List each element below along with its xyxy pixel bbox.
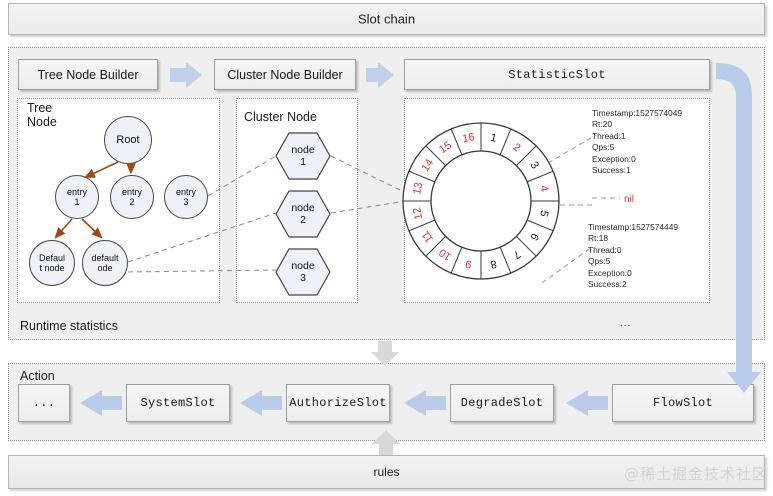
degrade-slot-label: DegradeSlot (460, 396, 544, 410)
stats-top-line-2: Thread:1 (592, 130, 626, 141)
authorize-slot-label: AuthorizeSlot (289, 396, 387, 410)
leaf2-line2: ode (97, 263, 113, 273)
entry2-line2: 2 (129, 197, 135, 207)
entry2-line1: entry (121, 187, 142, 197)
stats-bottom-line-1: Rt:18 (588, 233, 609, 244)
entry1-line1: entry (66, 187, 87, 197)
stats-top-line-3: Qps:5 (592, 142, 615, 153)
runtime-statistics-label: Runtime statistics (20, 319, 118, 333)
tree-node-builder-label: Tree Node Builder (37, 67, 139, 82)
leaf1-line2: t node (39, 263, 65, 273)
rules-bar: rules (8, 455, 765, 489)
cluster-node1-line2: 1 (300, 156, 306, 168)
leaf1-line1: Defaul (38, 253, 65, 263)
entry1-line2: 1 (74, 197, 80, 207)
watermark: @稀土掘金技术社区 (624, 465, 769, 483)
statistic-slot-label: StatisticSlot (508, 67, 606, 82)
stats-bottom-line-4: Exception:0 (588, 267, 632, 278)
cluster-node3-line1: node (291, 260, 315, 272)
tree-node-root: Root (104, 116, 152, 164)
entry3-line2: 3 (183, 197, 189, 207)
slot-box-flow[interactable]: FlowSlot (612, 384, 754, 422)
tree-node-card-title: Tree Node (27, 101, 87, 129)
cluster-node-card-title: Cluster Node (244, 110, 317, 124)
stats-bottom-block: Timestamp:1527574449 Rt:18 Thread:0 Qps:… (588, 222, 678, 290)
cluster-node-builder-box[interactable]: Cluster Node Builder (214, 59, 356, 90)
slot-ellipsis-label: ... (32, 396, 56, 410)
cluster-node2-line1: node (291, 202, 315, 214)
stats-bottom-line-0: Timestamp:1527574449 (588, 222, 679, 232)
entry3-line1: entry (175, 187, 196, 197)
cluster-node3-line2: 3 (300, 272, 306, 284)
slot-chain-header: Slot chain (8, 3, 765, 35)
tree-node-builder-box[interactable]: Tree Node Builder (18, 59, 158, 90)
slot-box-authorize[interactable]: AuthorizeSlot (286, 384, 390, 422)
ellipsis-marker: ... (620, 318, 632, 329)
tree-root-label: Root (116, 134, 140, 146)
statistic-slot-box[interactable]: StatisticSlot (404, 59, 710, 90)
stats-top-line-0: Timestamp:1527574049 (592, 108, 683, 118)
tree-card-title-line2: Node (27, 115, 57, 129)
stats-bottom-line-3: Qps:5 (588, 256, 611, 267)
slot-box-ellipsis[interactable]: ... (18, 384, 70, 422)
flow-slot-label: FlowSlot (652, 396, 713, 410)
slot-chain-title: Slot chain (357, 11, 416, 27)
tree-card-title-line1: Tree (27, 101, 53, 115)
stats-top-line-4: Exception:0 (592, 153, 636, 164)
slot-box-system[interactable]: SystemSlot (126, 384, 230, 422)
nil-label: nil (624, 194, 635, 205)
system-slot-label: SystemSlot (140, 396, 216, 410)
stats-top-line-1: Rt:20 (592, 119, 613, 130)
rules-label: rules (373, 465, 400, 479)
stats-top-block: Timestamp:1527574049 Rt:20 Thread:1 Qps:… (592, 108, 682, 176)
stats-top-line-5: Success:1 (592, 165, 631, 176)
action-label: Action (20, 369, 55, 383)
cluster-node1-line1: node (291, 144, 315, 156)
slot-box-degrade[interactable]: DegradeSlot (450, 384, 554, 422)
cluster-node2-line2: 2 (300, 214, 306, 226)
stats-bottom-line-5: Success:2 (588, 279, 627, 290)
leaf2-line1: default (91, 253, 119, 263)
stats-bottom-line-2: Thread:0 (588, 244, 622, 255)
cluster-node-builder-label: Cluster Node Builder (227, 67, 343, 82)
